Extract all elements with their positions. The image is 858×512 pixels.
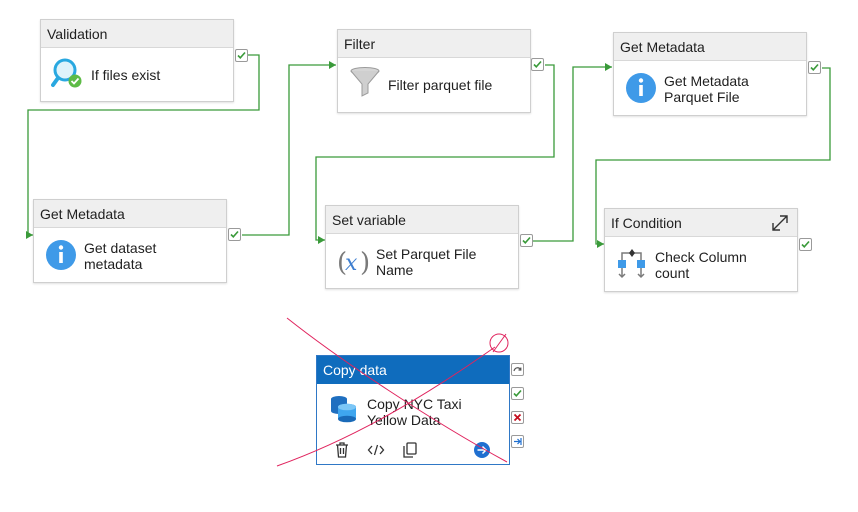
branch-icon (618, 249, 645, 279)
completion-output-handle[interactable] (511, 435, 524, 448)
activity-copy-data[interactable]: Copy data Copy NYC Taxi Yellow Data (316, 355, 510, 465)
failure-output-handle[interactable] (511, 411, 524, 424)
skip-output-handle[interactable] (511, 363, 524, 376)
clone-icon[interactable] (401, 441, 419, 459)
svg-text:): ) (360, 248, 370, 278)
activity-type-label: Filter (338, 30, 530, 58)
svg-text:x: x (345, 251, 358, 276)
activity-get-metadata-dataset[interactable]: Get Metadata Get dataset metadata (33, 199, 227, 283)
connector-getmetadata-to-filter (242, 64, 336, 236)
success-output-handle[interactable] (808, 61, 821, 74)
skip-arrow-icon (513, 367, 522, 372)
activity-type-label: Get Metadata (34, 200, 226, 228)
activity-name: Check Column count (655, 249, 747, 281)
database-copy-icon (331, 396, 356, 423)
arrowhead (597, 240, 604, 248)
activity-filter[interactable]: Filter Filter parquet file (337, 29, 531, 113)
activity-type-label: Validation (41, 20, 233, 48)
activity-name: Filter parquet file (388, 77, 493, 93)
go-arrow-icon[interactable] (473, 441, 491, 459)
activity-name: Copy NYC Taxi Yellow Data (367, 396, 462, 428)
activity-if-condition[interactable]: If Condition Check Column count (604, 208, 798, 292)
info-icon (46, 240, 76, 270)
checkmark-icon (513, 389, 522, 397)
success-output-handle[interactable] (520, 234, 533, 247)
completion-arrow-icon (514, 438, 522, 445)
variable-x-icon: ( x ) (337, 248, 370, 278)
activity-name: Get Metadata Parquet File (664, 73, 749, 105)
svg-text:(: ( (337, 248, 347, 278)
activity-name: Get dataset metadata (84, 240, 157, 272)
checkmark-icon (801, 240, 810, 248)
success-output-handle[interactable] (511, 387, 524, 400)
checkmark-icon (810, 63, 819, 71)
activity-type-label: Copy data (317, 356, 509, 384)
info-icon (626, 73, 656, 103)
checkmark-icon (230, 230, 239, 238)
code-icon[interactable] (367, 441, 385, 459)
arrowhead (329, 61, 336, 69)
activity-type-label: If Condition (605, 209, 797, 237)
activity-validation[interactable]: Validation If files exist (40, 19, 234, 102)
expand-icon[interactable] (771, 214, 789, 232)
activity-type-label: Set variable (326, 206, 518, 234)
arrowhead (605, 63, 612, 71)
activity-type-label: Get Metadata (614, 33, 806, 61)
checkmark-icon (522, 236, 531, 244)
funnel-icon (350, 67, 380, 97)
magnifier-check-icon (51, 58, 82, 88)
success-output-handle[interactable] (228, 228, 241, 241)
connector-setvariable-to-getmetadata (533, 66, 612, 242)
arrowhead (26, 231, 33, 239)
cross-icon (513, 413, 522, 422)
checkmark-icon (533, 60, 542, 68)
success-output-handle[interactable] (799, 238, 812, 251)
arrowhead (318, 236, 325, 244)
activity-set-variable[interactable]: Set variable ( x ) Set Parquet File Name (325, 205, 519, 289)
success-output-handle[interactable] (235, 49, 248, 62)
activity-get-metadata-parquet[interactable]: Get Metadata Get Metadata Parquet File (613, 32, 807, 116)
activity-name: If files exist (91, 67, 161, 83)
delete-icon[interactable] (333, 441, 351, 459)
success-output-handle[interactable] (531, 58, 544, 71)
checkmark-icon (237, 51, 246, 59)
activity-name: Set Parquet File Name (376, 246, 477, 278)
